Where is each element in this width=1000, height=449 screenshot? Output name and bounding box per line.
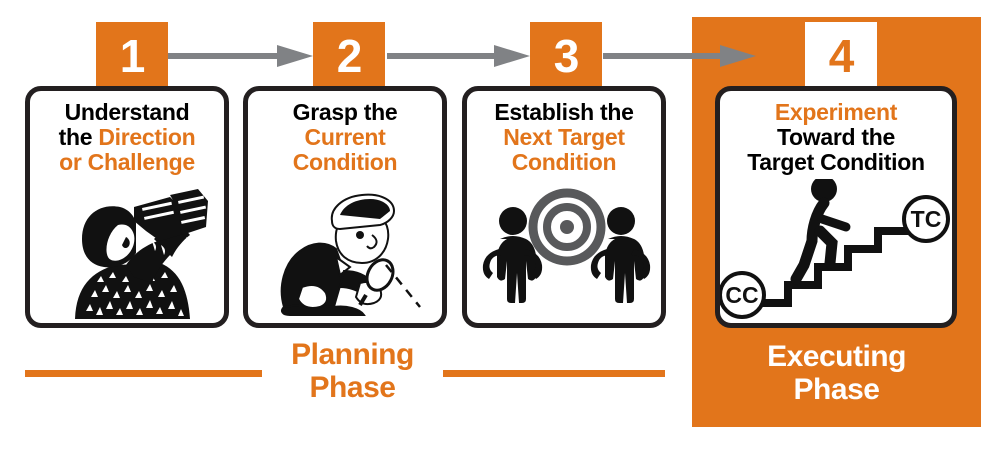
step1-title-line2-highlight: Direction	[98, 124, 196, 150]
executing-phase-line2: Phase	[793, 373, 880, 406]
step3-title-line1: Establish the	[494, 99, 634, 125]
step-number-3: 3	[530, 22, 602, 90]
step-number-1: 1	[96, 22, 168, 90]
step-card-1[interactable]: Understand the Direction or Challenge	[25, 86, 229, 328]
step-number-2: 2	[313, 22, 385, 90]
step1-title-line3-highlight: or Challenge	[59, 149, 195, 175]
step1-title-line1: Understand	[64, 99, 190, 125]
binoculars-icon	[30, 179, 224, 319]
planning-phase-line1: Planning	[291, 338, 414, 371]
step2-title-line2-highlight: Current	[304, 124, 386, 150]
tc-label: TC	[902, 195, 950, 243]
step4-title-line3: Target Condition	[747, 149, 925, 175]
planning-phase-rule-left	[25, 370, 262, 377]
step2-title-line1: Grasp the	[292, 99, 398, 125]
arrow-step1-to-step2	[165, 45, 313, 67]
cc-label: CC	[720, 271, 766, 319]
step-card-3-title: Establish the Next Target Condition	[467, 91, 661, 175]
step-number-4: 4	[805, 22, 877, 90]
step1-title-line2-prefix: the	[58, 124, 99, 150]
people-and-target-icon	[467, 179, 661, 321]
detective-magnifying-glass-icon	[248, 179, 442, 321]
step-card-4-title: Experiment Toward the Target Condition	[720, 91, 952, 175]
step-card-4[interactable]: Experiment Toward the Target Condition C…	[715, 86, 957, 328]
bullseye-target	[528, 188, 606, 266]
step-card-3[interactable]: Establish the Next Target Condition	[462, 86, 666, 328]
planning-phase-label: Planning Phase	[262, 338, 443, 404]
executing-phase-label: Executing Phase	[692, 340, 981, 406]
tc-label-text: TC	[911, 206, 942, 232]
step4-title-line1-highlight: Experiment	[774, 99, 898, 125]
step-card-2-title: Grasp the Current Condition	[248, 91, 442, 175]
step-card-2[interactable]: Grasp the Current Condition	[243, 86, 447, 328]
step4-title-line2: Toward the	[777, 124, 895, 150]
arrow-step2-to-step3	[387, 45, 530, 67]
executing-phase-line1: Executing	[767, 340, 906, 373]
planning-phase-line2: Phase	[309, 371, 396, 404]
step-card-1-title: Understand the Direction or Challenge	[30, 91, 224, 175]
cc-label-text: CC	[725, 282, 758, 308]
step3-title-line2-highlight: Next Target	[503, 124, 625, 150]
step3-title-line3-highlight: Condition	[511, 149, 617, 175]
arrow-step3-to-step4	[603, 45, 756, 67]
planning-phase-rule-right	[443, 370, 665, 377]
stairs-climb-icon: CC TC	[720, 176, 952, 321]
step2-title-line3-highlight: Condition	[292, 149, 398, 175]
